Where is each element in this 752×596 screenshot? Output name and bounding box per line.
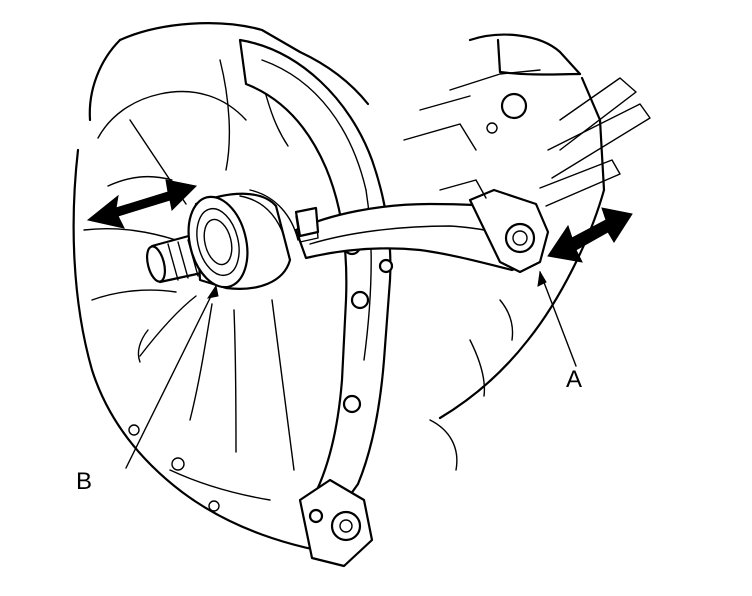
motion-arrow-right: [547, 207, 633, 263]
leader-lines: [125, 270, 577, 469]
leader-line-a: [539, 271, 577, 367]
label-b: B: [76, 468, 93, 495]
release-bearing-assembly: [145, 189, 320, 290]
double-headed-arrow-icon: [86, 179, 198, 229]
release-fork: [294, 179, 550, 274]
mount-boss: [298, 478, 374, 568]
double-headed-arrow-icon: [547, 207, 633, 263]
leader-arrowhead-a: [537, 270, 547, 287]
motion-arrow-left: [86, 179, 198, 229]
label-a: A: [566, 366, 583, 393]
clutch-housing: [72, 22, 370, 558]
leader-arrowhead-b: [206, 284, 219, 299]
leader-line-b: [125, 285, 217, 469]
